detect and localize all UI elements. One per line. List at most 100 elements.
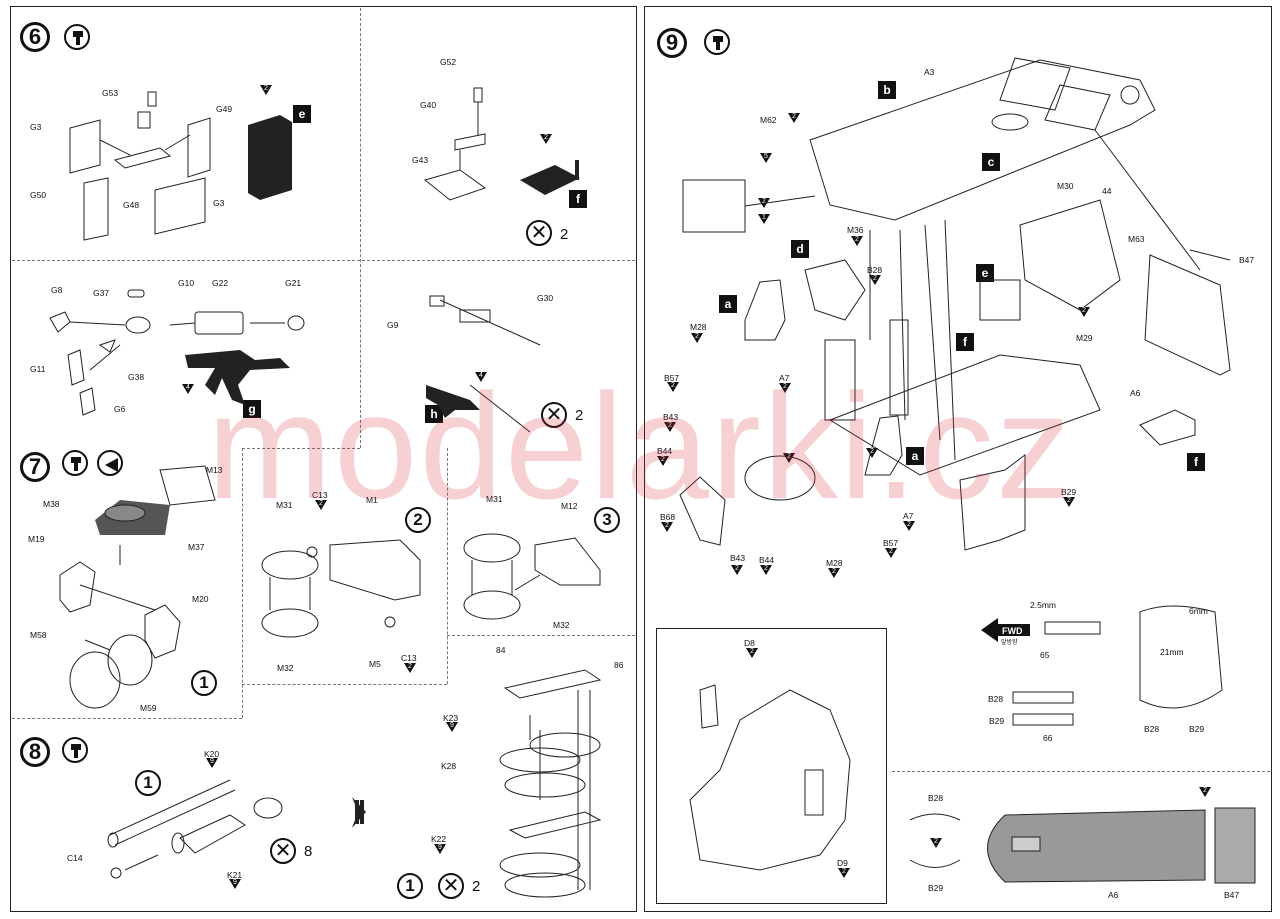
part-label: M30 xyxy=(1057,181,1074,191)
decal-number: 65 xyxy=(1040,650,1050,660)
inset-panel xyxy=(656,628,887,904)
paint-number: 2 xyxy=(695,333,699,340)
paint-number: 2 xyxy=(319,500,323,507)
paint-triangle xyxy=(657,456,669,466)
fwd-sublabel: 앞방향 xyxy=(1001,640,1018,646)
part-label: M28 xyxy=(826,558,843,568)
paint-number: 9 xyxy=(438,844,442,851)
paint-triangle xyxy=(783,453,795,463)
part-label: B29 xyxy=(1061,487,1077,497)
paint-number: 4 xyxy=(479,372,483,379)
paint-triangle xyxy=(664,422,676,432)
repeat-count: 2 xyxy=(575,407,584,424)
part-label: M32 xyxy=(553,620,570,630)
paint-triangle xyxy=(182,384,194,394)
part-label: M12 xyxy=(561,501,578,511)
repeat-x-icon: ✕ xyxy=(270,838,296,864)
paint-number: 2 xyxy=(661,456,665,463)
paint-number: 2 xyxy=(934,838,938,845)
paint-number: 9 xyxy=(233,879,237,886)
part-label: B43 xyxy=(730,553,746,563)
sub-assembly-letter: e xyxy=(976,264,994,282)
paint-number: 2 xyxy=(1067,497,1071,504)
part-label: M29 xyxy=(1076,333,1093,343)
paint-number: 2 xyxy=(264,85,268,92)
paint-number: 2 xyxy=(544,134,548,141)
part-label: M28 xyxy=(690,322,707,332)
part-label: A6 xyxy=(1108,890,1119,900)
decal-number: 86 xyxy=(614,660,624,670)
part-label: M19 xyxy=(28,534,45,544)
paint-triangle xyxy=(869,275,881,285)
paint-number: 2 xyxy=(735,565,739,572)
part-label: G21 xyxy=(285,278,302,288)
sub-assembly-letter: d xyxy=(791,240,809,258)
part-label: M59 xyxy=(140,703,157,713)
part-label: G49 xyxy=(216,104,233,114)
part-label: G50 xyxy=(30,190,47,200)
divider xyxy=(242,448,243,718)
paint-triangle xyxy=(1078,307,1090,317)
paint-triangle xyxy=(930,838,942,848)
sub-assembly-letter: c xyxy=(982,153,1000,171)
part-label: G48 xyxy=(123,200,140,210)
decal-number: 66 xyxy=(1043,733,1053,743)
paint-triangle xyxy=(758,214,770,224)
paint-number: 2 xyxy=(1082,307,1086,314)
part-label: G3 xyxy=(213,198,225,208)
fwd-label: FWD xyxy=(1002,626,1023,636)
part-label: B44 xyxy=(657,446,673,456)
part-label: C13 xyxy=(401,653,417,663)
step-number: 6 xyxy=(20,22,50,52)
paint-number: 2 xyxy=(907,521,911,528)
step-number: 7 xyxy=(20,452,50,482)
part-label: A7 xyxy=(903,511,914,521)
part-label: M37 xyxy=(188,542,205,552)
paint-number: 4 xyxy=(186,384,190,391)
divider xyxy=(892,771,1270,772)
sub-step-number: 2 xyxy=(405,507,431,533)
paint-triangle xyxy=(434,844,446,854)
part-label: K21 xyxy=(227,870,243,880)
part-label: G9 xyxy=(387,320,399,330)
sub-assembly-letter: a xyxy=(719,295,737,313)
part-label: G22 xyxy=(212,278,229,288)
paint-number: 2 xyxy=(870,448,874,455)
sub-assembly-letter: e xyxy=(293,105,311,123)
dimension-label: 21mm xyxy=(1160,647,1184,657)
part-label: K28 xyxy=(441,761,457,771)
paint-number: 2 xyxy=(787,453,791,460)
part-label: M1 xyxy=(366,495,378,505)
part-label: G53 xyxy=(102,88,119,98)
paint-triangle xyxy=(229,879,241,889)
paint-triangle xyxy=(779,383,791,393)
paint-triangle xyxy=(661,522,673,532)
repeat-count: 2 xyxy=(472,878,481,895)
paint-number: 1 xyxy=(762,214,766,221)
paint-triangle xyxy=(851,236,863,246)
paint-triangle xyxy=(446,722,458,732)
sub-assembly-letter: f xyxy=(956,333,974,351)
dimension-label: 2.5mm xyxy=(1030,600,1056,610)
divider xyxy=(447,635,635,636)
sub-step-number: 1 xyxy=(397,873,423,899)
paint-number: 2 xyxy=(665,522,669,529)
sub-step-number: 1 xyxy=(191,670,217,696)
part-label: G37 xyxy=(93,288,110,298)
part-label: G11 xyxy=(30,364,46,374)
part-label: M20 xyxy=(192,594,209,604)
sub-assembly-letter: f xyxy=(569,190,587,208)
part-label: B43 xyxy=(663,412,679,422)
part-label: B57 xyxy=(664,373,680,383)
paint-number: 2 xyxy=(668,422,672,429)
sub-assembly-letter: a xyxy=(906,447,924,465)
part-label: K23 xyxy=(443,713,459,723)
divider xyxy=(360,8,361,448)
sub-assembly-letter: f xyxy=(1187,453,1205,471)
part-label: G40 xyxy=(420,100,437,110)
part-label: M63 xyxy=(1128,234,1145,244)
paint-number: 5 xyxy=(764,153,768,160)
part-label: G6 xyxy=(114,404,126,414)
part-label: B47 xyxy=(1239,255,1255,265)
part-label: B29 xyxy=(928,883,944,893)
